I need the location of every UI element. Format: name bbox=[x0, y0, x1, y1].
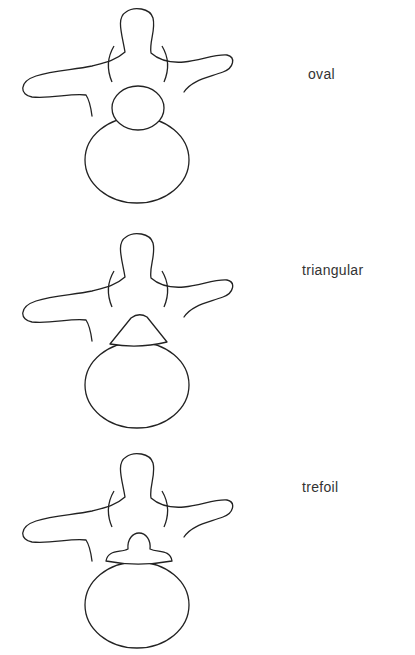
trefoil-vertebra bbox=[23, 454, 233, 648]
shape-label: triangular bbox=[302, 262, 363, 278]
triangular-vertebra bbox=[23, 234, 233, 428]
shape-label: oval bbox=[308, 66, 335, 82]
oval-vertebra bbox=[23, 9, 233, 203]
shape-label: trefoil bbox=[302, 479, 338, 495]
